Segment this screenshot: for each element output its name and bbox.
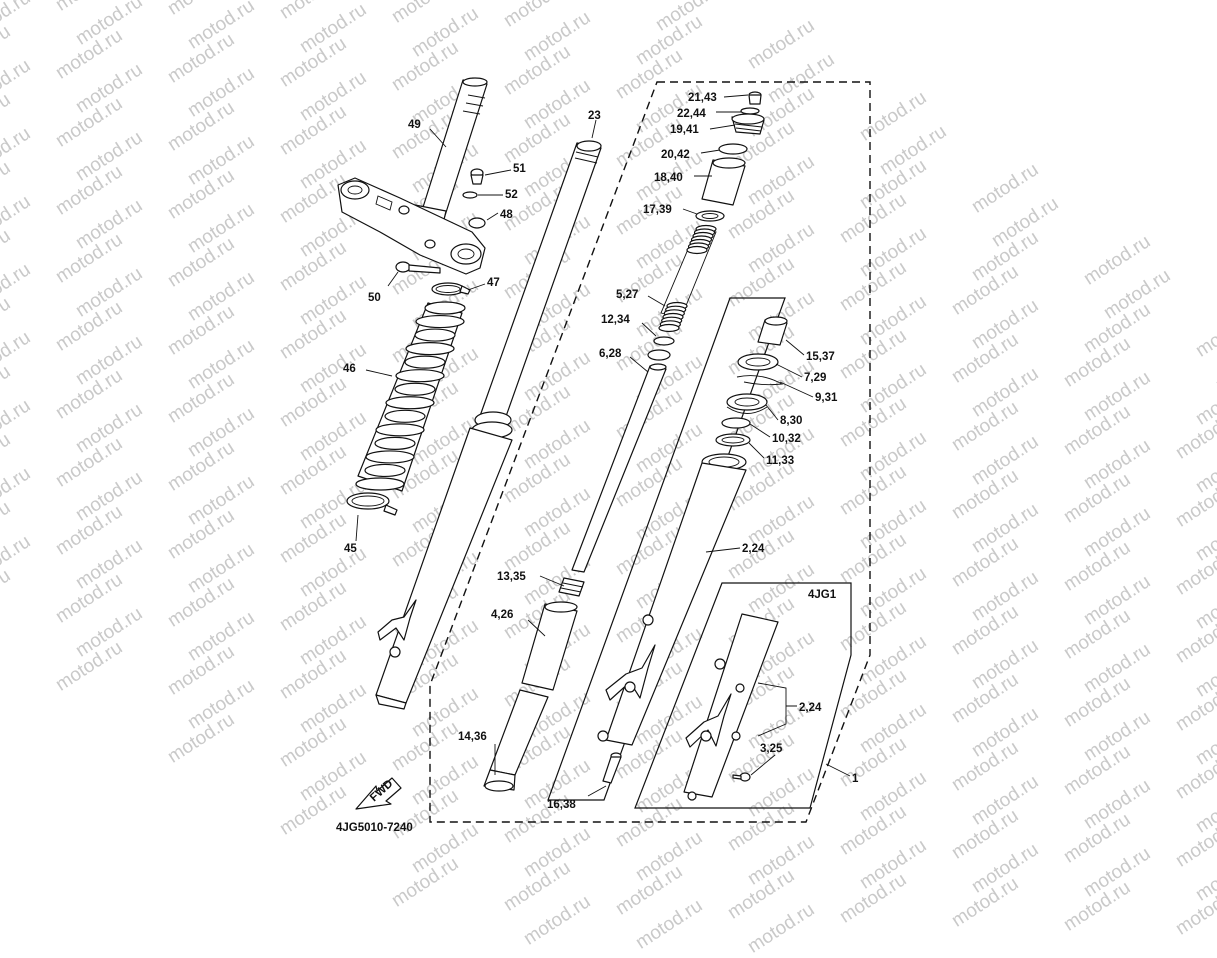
- callout-17-39: 17,39: [643, 204, 672, 216]
- cap-bolt-19-part: [731, 113, 765, 135]
- left-fork-assembly-part: [375, 140, 602, 710]
- rebound-spring-part: [647, 349, 671, 361]
- callout-20-42: 20,42: [661, 149, 690, 161]
- bush-15-part: [757, 316, 788, 346]
- spring-coils: [658, 224, 717, 333]
- callout-48: 48: [500, 209, 513, 221]
- callout-14-36: 14,36: [458, 731, 487, 743]
- spring-coil: [686, 245, 708, 255]
- leader-lines: [355, 94, 851, 797]
- callout-21-43: 21,43: [688, 92, 717, 104]
- spring-coil: [658, 323, 680, 333]
- callout-52: 52: [505, 189, 518, 201]
- callout-labels: 49 51 52 48 50 47 46 45 23 21,43 22,44 1…: [336, 92, 859, 834]
- boot-fold: [395, 369, 445, 383]
- boot-fold: [404, 355, 446, 369]
- oil-seal-8-part: [726, 393, 768, 414]
- assembly-boundary-dashed: [429, 81, 871, 823]
- callout-4-26: 4,26: [491, 609, 513, 621]
- variant-4jg1-box: [634, 582, 852, 809]
- boot-fold: [364, 463, 406, 478]
- callout-46: 46: [343, 363, 356, 375]
- steering-stem-part: [410, 77, 488, 229]
- boot-fold: [384, 409, 426, 423]
- bolt-50-part: [395, 261, 441, 274]
- callout-1: 1: [852, 773, 859, 785]
- callout-45: 45: [344, 543, 357, 555]
- under-bracket-part: [337, 177, 486, 275]
- fwd-arrow-icon: [355, 777, 402, 810]
- boot-fold: [375, 423, 425, 437]
- clamp-45-part: [346, 492, 398, 516]
- boot-fold: [414, 328, 456, 342]
- callout-8-30: 8,30: [780, 415, 802, 427]
- callout-51: 51: [513, 163, 526, 175]
- outer-tube-2-part: [597, 453, 747, 746]
- callout-2-24-variant: 2,24: [799, 702, 822, 714]
- damper-rod-6-part: [571, 363, 667, 573]
- boot-fold: [355, 477, 405, 491]
- drain-bolt-3-part: [732, 772, 751, 782]
- boot-fold: [405, 342, 455, 356]
- callout-2-24-main: 2,24: [742, 543, 765, 555]
- callout-7-29: 7,29: [804, 372, 826, 384]
- bush-11-part: [715, 433, 751, 447]
- drawing-code: 4JG5010-7240: [336, 822, 413, 834]
- callout-49: 49: [408, 119, 421, 131]
- cap-bolt-21-part: [748, 91, 762, 105]
- boot-fold: [385, 396, 435, 410]
- callout-12-34: 12,34: [601, 314, 630, 326]
- piston-ring-12-part: [653, 336, 675, 346]
- callout-3-25: 3,25: [760, 743, 783, 755]
- washer-10-part: [721, 417, 751, 429]
- spacer-18-part: [701, 157, 746, 206]
- callout-13-35: 13,35: [497, 571, 526, 583]
- callout-23: 23: [588, 110, 601, 122]
- spring-13-part: [558, 577, 585, 597]
- front-fork-exploded-diagram: FWD 49 51 5: [336, 77, 871, 834]
- variant-label: 4JG1: [808, 589, 837, 601]
- callout-6-28: 6,28: [599, 348, 622, 360]
- callout-5-27: 5,27: [616, 289, 638, 301]
- dust-seal-7-part: [737, 353, 779, 371]
- callout-9-31: 9,31: [815, 392, 838, 404]
- callout-11-33: 11,33: [766, 455, 794, 467]
- collar-48-part: [468, 217, 486, 229]
- spring-seat-17-part: [695, 210, 725, 222]
- boot-fold: [415, 314, 465, 329]
- callout-22-44: 22,44: [677, 108, 706, 120]
- outer-tube-4jg1-part: [683, 613, 779, 801]
- callout-19-41: 19,41: [670, 124, 699, 136]
- boot-fold: [365, 450, 415, 464]
- callout-10-32: 10,32: [772, 433, 801, 445]
- boot-fold: [394, 382, 436, 396]
- clip-9-part: [736, 375, 784, 386]
- callout-18-40: 18,40: [654, 172, 683, 184]
- boot-fold: [374, 436, 416, 450]
- callout-16-38: 16,38: [547, 799, 576, 811]
- boot-fold: [424, 301, 466, 315]
- callout-50: 50: [368, 292, 381, 304]
- washer-52-part: [462, 191, 478, 199]
- callout-47: 47: [487, 277, 500, 289]
- fork-boot-part: [355, 301, 466, 492]
- clamp-47-part: [431, 282, 471, 296]
- bolt-51-part: [470, 168, 484, 185]
- oring-22-part: [740, 107, 760, 115]
- washer-20-part: [718, 143, 748, 155]
- inner-assembly-box: [547, 297, 786, 801]
- inner-tube-14-part: [483, 689, 549, 792]
- bolt-16-part: [602, 752, 622, 784]
- oil-lock-piece-4-part: [521, 601, 578, 691]
- callout-15-37: 15,37: [806, 351, 835, 363]
